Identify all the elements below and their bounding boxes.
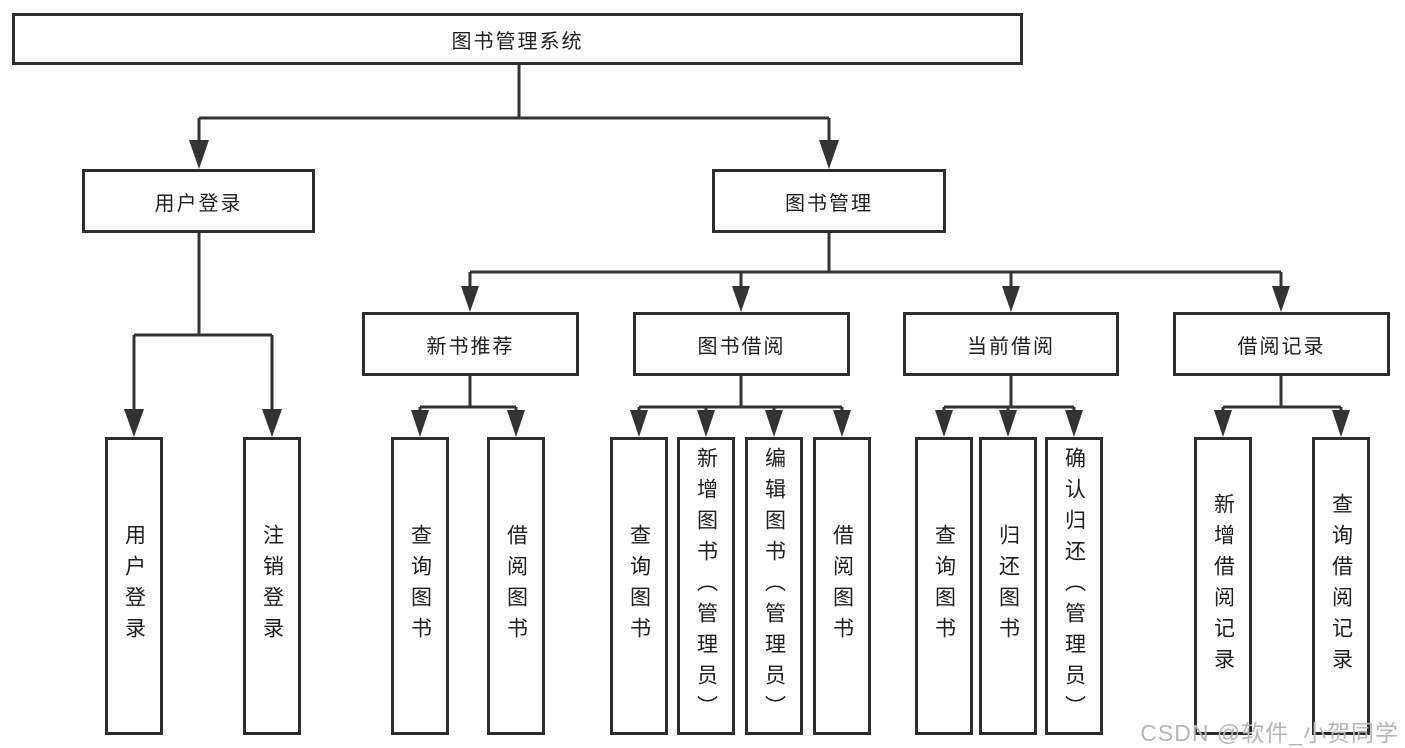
node-label: 借阅图书 <box>504 524 528 648</box>
arrowhead-icon <box>124 409 144 437</box>
arrowhead-icon <box>833 410 851 437</box>
node-label: 归还图书 <box>996 524 1020 648</box>
leaf-query-books-borrowing: 查询图书 <box>610 437 668 735</box>
leaf-add-borrowing-record: 新增借阅记录 <box>1194 437 1252 735</box>
arrowhead-icon <box>1214 410 1232 437</box>
arrowhead-icon <box>1002 286 1020 312</box>
node-book-borrowing: 图书借阅 <box>633 312 850 376</box>
node-new-book-recommendation: 新书推荐 <box>362 312 579 376</box>
node-current-borrowing: 当前借阅 <box>903 312 1119 376</box>
node-label: 查询图书 <box>408 524 432 648</box>
leaf-borrow-books-borrowing: 借阅图书 <box>813 437 871 735</box>
arrowhead-icon <box>262 409 282 437</box>
arrowhead-icon <box>1065 410 1083 437</box>
leaf-confirm-return-admin: 确认归还（管理员） <box>1045 437 1103 735</box>
node-label: 图书管理 <box>785 192 873 215</box>
csdn-watermark: CSDN @软件_小贺同学 <box>1140 720 1399 746</box>
arrowhead-icon <box>999 410 1017 437</box>
edge-root-to-level2 <box>197 65 831 142</box>
edge-current-borrow-to-leaves <box>942 376 1076 412</box>
node-label: 确认归还（管理员） <box>1062 446 1086 726</box>
arrowhead-icon <box>765 410 783 437</box>
edge-user-login-to-leaves <box>132 233 274 412</box>
arrowheads-level2 <box>189 140 839 169</box>
node-label: 用户登录 <box>122 524 146 648</box>
arrowhead-icon <box>1332 410 1350 437</box>
node-user-login: 用户登录 <box>82 169 315 233</box>
node-label: 编辑图书（管理员） <box>762 446 786 726</box>
node-label: 用户登录 <box>154 192 243 215</box>
node-label: 注销登录 <box>260 524 284 648</box>
arrowhead-icon <box>697 410 715 437</box>
leaf-query-books-current: 查询图书 <box>915 437 973 735</box>
arrowhead-icon <box>935 410 953 437</box>
arrowhead-icon <box>732 286 750 312</box>
leaf-edit-books-admin: 编辑图书（管理员） <box>745 437 803 735</box>
arrowheads-level3 <box>461 286 1290 312</box>
edge-book-borrow-to-leaves <box>637 376 844 412</box>
leaf-user-login: 用户登录 <box>105 437 163 735</box>
arrowheads-user-login <box>124 409 282 437</box>
leaf-query-borrowing-record: 查询借阅记录 <box>1312 437 1370 735</box>
arrowhead-icon <box>630 410 648 437</box>
node-label: 图书借阅 <box>697 335 786 358</box>
node-label: 借阅图书 <box>830 524 854 648</box>
node-label: 新书推荐 <box>426 335 515 358</box>
arrowhead-icon <box>411 410 429 437</box>
leaf-borrow-books-recommendation: 借阅图书 <box>487 437 545 735</box>
edge-book-mgmt-to-level3 <box>468 233 1283 288</box>
edge-new-book-rec-to-leaves <box>418 376 518 412</box>
node-root-library-management-system: 图书管理系统 <box>12 13 1023 65</box>
arrowhead-icon <box>819 140 839 169</box>
node-label: 图书管理系统 <box>451 30 584 53</box>
node-book-management: 图书管理 <box>712 169 946 233</box>
arrowhead-icon <box>1272 286 1290 312</box>
arrowheads-current-borrow <box>935 410 1083 437</box>
node-borrowing-records: 借阅记录 <box>1173 312 1390 376</box>
arrowhead-icon <box>507 410 525 437</box>
node-label: 借阅记录 <box>1237 335 1326 358</box>
node-label: 查询图书 <box>932 524 956 648</box>
edge-borrow-record-to-leaves <box>1221 376 1343 412</box>
node-label: 查询图书 <box>627 524 651 648</box>
leaf-logout: 注销登录 <box>243 437 301 735</box>
node-label: 查询借阅记录 <box>1329 493 1353 679</box>
node-label: 当前借阅 <box>967 335 1055 358</box>
leaf-query-books-recommendation: 查询图书 <box>391 437 449 735</box>
leaf-add-books-admin: 新增图书（管理员） <box>677 437 735 735</box>
arrowheads-book-borrow <box>630 410 851 437</box>
leaf-return-books: 归还图书 <box>979 437 1037 735</box>
node-label: 新增借阅记录 <box>1211 493 1235 679</box>
arrowheads-borrow-record <box>1214 410 1350 437</box>
arrowhead-icon <box>461 286 479 312</box>
arrowheads-new-book-rec <box>411 410 525 437</box>
node-label: 新增图书（管理员） <box>694 446 718 726</box>
arrowhead-icon <box>189 140 209 169</box>
